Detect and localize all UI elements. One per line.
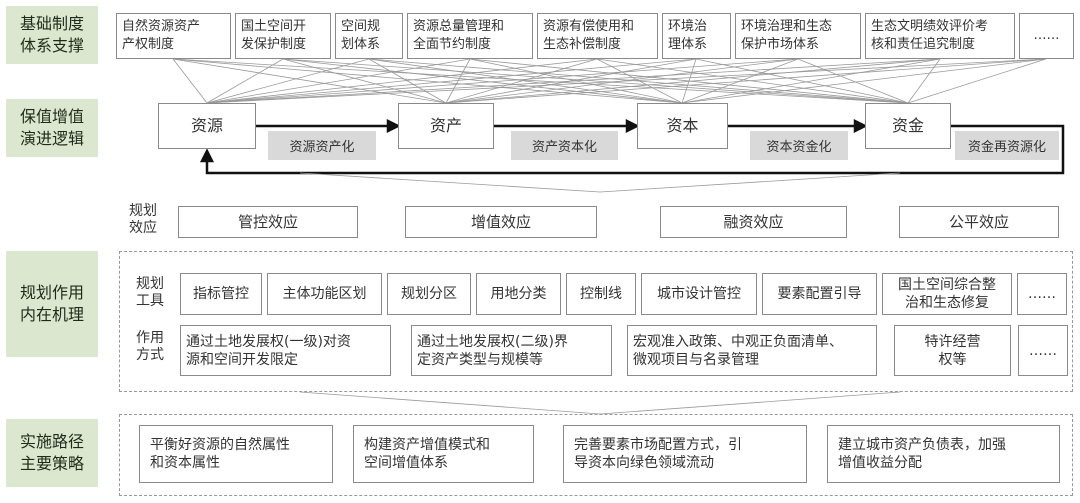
tools-label: 规划 工具 bbox=[136, 276, 164, 309]
institution-box: 资源总量管理和 全面节约制度 bbox=[407, 13, 533, 59]
tool-box: 城市设计管控 bbox=[641, 273, 757, 315]
tool-box: 用地分类 bbox=[476, 273, 561, 315]
transition-label: 资本资金化 bbox=[750, 131, 848, 160]
mesh-link bbox=[206, 58, 941, 104]
mesh-link bbox=[445, 58, 1047, 104]
mode-box: 通过土地发展权(二级)界 定资产类型与规模等 bbox=[411, 325, 612, 376]
tool-box: 指标管控 bbox=[180, 273, 262, 315]
institution-box: 生态文明绩效评价考 核和责任追究制度 bbox=[865, 13, 1015, 59]
effect-box: 融资效应 bbox=[660, 206, 847, 238]
mesh-link bbox=[368, 58, 447, 104]
effects-label: 规划 效应 bbox=[129, 203, 157, 236]
effect-box: 公平效应 bbox=[899, 206, 1059, 238]
strategy-box: 平衡好资源的自然属性 和资本属性 bbox=[139, 425, 333, 483]
transition-label: 资源资产化 bbox=[268, 131, 376, 160]
arrow-head-2 bbox=[625, 118, 640, 134]
mesh-link bbox=[445, 58, 598, 104]
mode-box: 通过土地发展权(一级)对资 源和空间开发限定 bbox=[180, 325, 391, 376]
mesh-link bbox=[172, 58, 208, 104]
mesh-link bbox=[206, 58, 598, 104]
mesh-link bbox=[206, 58, 284, 104]
arrow-head-3 bbox=[853, 118, 868, 134]
mesh-link bbox=[681, 58, 1047, 104]
mesh-link bbox=[681, 58, 799, 104]
transition-label: 资金再资源化 bbox=[955, 131, 1059, 160]
mesh-link bbox=[282, 58, 447, 104]
mesh-link bbox=[907, 58, 941, 104]
effect-box: 增值效应 bbox=[405, 206, 597, 238]
mode-box: 特许经营 权等 bbox=[894, 325, 1011, 376]
institution-box: 自然资源资产 产权制度 bbox=[116, 13, 231, 59]
strategy-box: 建立城市资产负债表，加强 增值收益分配 bbox=[827, 425, 1060, 483]
mesh-link bbox=[206, 58, 370, 104]
strategy-box: 构建资产增值模式和 空间增值体系 bbox=[353, 425, 534, 483]
mesh-link bbox=[206, 58, 1047, 104]
stage-fund: 资金 bbox=[865, 103, 951, 149]
arrow-fund-resource-loop bbox=[205, 124, 1065, 175]
stage-resource: 资源 bbox=[158, 103, 256, 149]
tool-box: 控制线 bbox=[566, 273, 636, 315]
institution-box: 空间规 划体系 bbox=[335, 13, 403, 59]
mesh-link bbox=[445, 58, 941, 104]
strategy-box: 完善要素市场配置方式，引 导资本向绿色领域流动 bbox=[563, 425, 807, 483]
mesh-link bbox=[206, 58, 799, 104]
planning-mechanism-panel bbox=[119, 251, 1073, 392]
mesh-link bbox=[368, 58, 909, 104]
mesh-link bbox=[172, 58, 909, 104]
transition-label: 资产资本化 bbox=[511, 131, 618, 160]
row-label-implementation: 实施路径 主要策略 bbox=[6, 419, 98, 487]
tool-box-more: …… bbox=[1017, 273, 1067, 315]
mesh-link bbox=[282, 58, 909, 104]
stage-asset: 资产 bbox=[398, 103, 494, 149]
arrow-head-4 bbox=[199, 148, 215, 163]
tool-box: 规划分区 bbox=[387, 273, 471, 315]
tool-box: 要素配置引导 bbox=[762, 273, 877, 315]
institution-box: 国土空间开 发保护制度 bbox=[235, 13, 331, 59]
mesh-link bbox=[907, 58, 1047, 104]
mesh-link bbox=[368, 58, 683, 104]
mode-box-more: …… bbox=[1018, 325, 1068, 376]
arrow-head-1 bbox=[386, 118, 401, 134]
stage-capital: 资本 bbox=[637, 103, 728, 149]
implementation-panel bbox=[119, 414, 1073, 496]
row-label-value-logic: 保值增值 演进逻辑 bbox=[6, 99, 98, 157]
row-label-planning-mechanism: 规划作用 内在机理 bbox=[6, 251, 98, 357]
tool-box: 国土空间综合整 治和生态修复 bbox=[882, 273, 1012, 315]
mesh-link bbox=[206, 58, 697, 104]
mesh-link bbox=[206, 58, 471, 104]
mesh-link bbox=[172, 58, 683, 104]
mesh-link bbox=[681, 58, 941, 104]
mesh-link bbox=[445, 58, 471, 104]
institution-box: 环境治 理体系 bbox=[662, 13, 731, 59]
institution-box: 环境治理和生态 保护市场体系 bbox=[735, 13, 861, 59]
institution-box: 资源有偿使用和 生态补偿制度 bbox=[537, 13, 658, 59]
tool-box: 主体功能区划 bbox=[267, 273, 382, 315]
mesh-link bbox=[172, 58, 447, 104]
institution-box-more: …… bbox=[1019, 13, 1074, 59]
row-label-basic-system: 基础制度 体系支撑 bbox=[6, 6, 98, 64]
mesh-link bbox=[596, 58, 909, 104]
effect-box: 管控效应 bbox=[178, 206, 358, 238]
mesh-link bbox=[282, 58, 683, 104]
mesh-link bbox=[695, 58, 909, 104]
mode-box: 宏观准入政策、中观正负面清单、 微观项目与名录管理 bbox=[627, 325, 877, 376]
modes-label: 作用 方式 bbox=[136, 330, 164, 363]
